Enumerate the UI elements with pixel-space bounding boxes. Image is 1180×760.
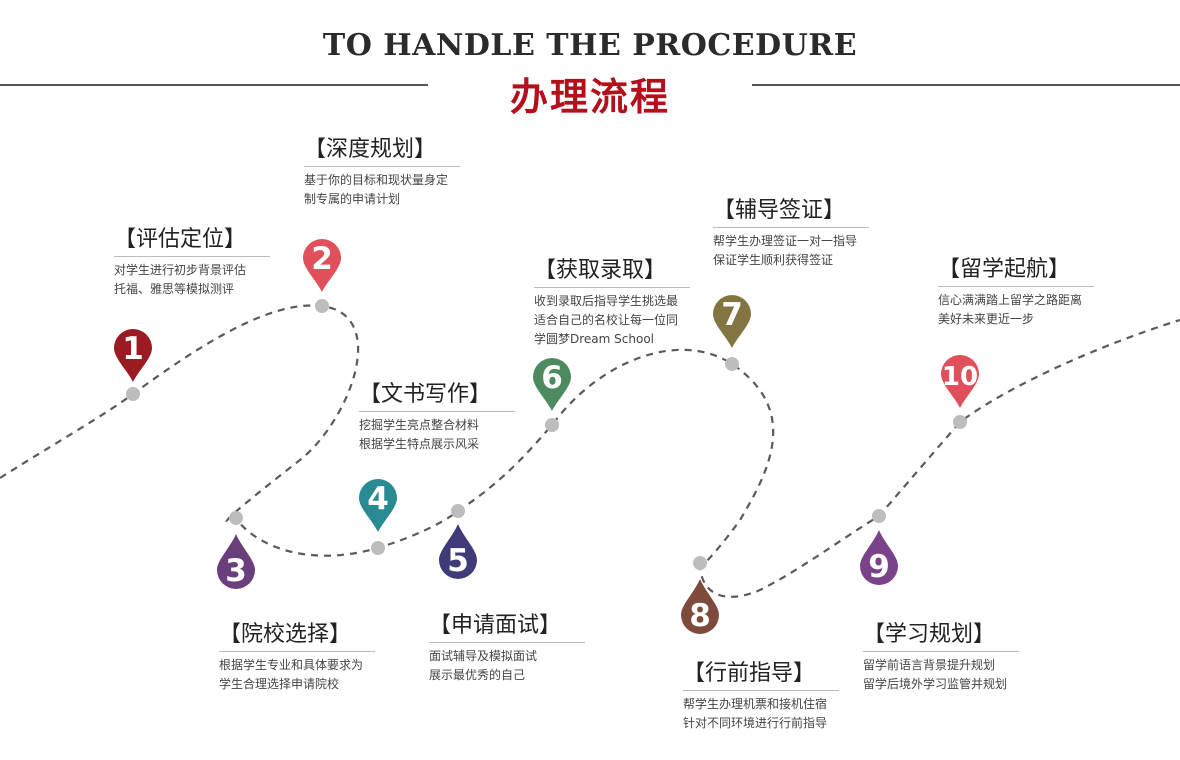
step-2-title: 【深度规划】 — [304, 137, 437, 162]
step-6-marker: 6 — [533, 358, 571, 432]
step-1-marker: 1 — [114, 329, 152, 401]
step-10-marker: 10 — [941, 355, 979, 429]
step-2: 【深度规划】 基于你的目标和现状量身定 制专属的申请计划 — [304, 136, 460, 209]
step-10-description: 信心满满踏上留学之路距离 美好未来更近一步 — [938, 293, 1083, 326]
dashed-route — [0, 304, 1180, 598]
step-4-dot — [371, 541, 385, 555]
title-rule-left — [0, 84, 428, 86]
step-8-number: 8 — [689, 598, 711, 634]
step-9-description: 留学前语言背景提升规划 留学后境外学习监管并规划 — [863, 658, 1008, 691]
step-10: 【留学起航】 信心满满踏上留学之路距离 美好未来更近一步 — [938, 256, 1094, 329]
title-chinese: 办理流程 — [509, 74, 670, 119]
step-2-marker: 2 — [303, 239, 341, 313]
step-6-title: 【获取录取】 — [534, 258, 667, 283]
step-5-marker: 5 — [439, 504, 477, 579]
step-6-pin — [533, 358, 571, 411]
step-1-dot — [126, 387, 140, 401]
step-7-description: 帮学生办理签证一对一指导 保证学生顺利获得签证 — [713, 234, 858, 267]
step-7-marker: 7 — [713, 295, 751, 371]
step-2-description: 基于你的目标和现状量身定 制专属的申请计划 — [304, 173, 449, 206]
step-5-description: 面试辅导及模拟面试 展示最优秀的自己 — [429, 649, 538, 682]
step-3-description: 根据学生专业和具体要求为 学生合理选择申请院校 — [219, 658, 364, 691]
step-4-marker: 4 — [359, 479, 397, 555]
step-7-number: 7 — [721, 297, 743, 333]
step-6-dot — [545, 418, 559, 432]
step-1-number: 1 — [122, 331, 144, 367]
step-5-pin — [439, 524, 477, 579]
step-4: 【文书写作】 挖掘学生亮点整合材料 根据学生特点展示风采 — [359, 381, 515, 454]
step-5-dot — [451, 504, 465, 518]
title-rule-right — [752, 84, 1180, 86]
step-2-number: 2 — [311, 241, 333, 277]
step-3-number: 3 — [225, 553, 247, 589]
step-6-description: 收到录取后指导学生挑选最 适合自己的名校让每一位同 学圆梦Dream Schoo… — [534, 294, 679, 346]
step-9-dot — [872, 509, 886, 523]
step-6-number: 6 — [541, 360, 563, 396]
step-1: 【评估定位】 对学生进行初步背景评估 托福、雅思等模拟测评 — [114, 226, 270, 299]
step-2-dot — [315, 299, 329, 313]
step-8-dot — [693, 556, 707, 570]
step-4-title: 【文书写作】 — [359, 382, 492, 407]
step-7: 【辅导签证】 帮学生办理签证一对一指导 保证学生顺利获得签证 — [713, 197, 869, 270]
step-1-pin — [114, 329, 152, 382]
step-3-marker: 3 — [217, 511, 255, 589]
step-3-dot — [229, 511, 243, 525]
step-8-pin — [681, 579, 719, 634]
step-5: 【申请面试】 面试辅导及模拟面试 展示最优秀的自己 — [429, 612, 585, 685]
step-6: 【获取录取】 收到录取后指导学生挑选最 适合自己的名校让每一位同 学圆梦Drea… — [534, 257, 690, 349]
step-8-description: 帮学生办理机票和接机住宿 针对不同环境进行行前指导 — [683, 697, 828, 730]
title-english: TO HANDLE THE PROCEDURE — [322, 28, 858, 63]
step-4-pin — [359, 479, 397, 532]
step-7-title: 【辅导签证】 — [713, 198, 846, 223]
step-3-pin — [217, 534, 255, 589]
step-9-number: 9 — [868, 549, 890, 585]
step-4-number: 4 — [367, 481, 389, 517]
step-9-title: 【学习规划】 — [863, 622, 996, 647]
step-10-pin — [941, 355, 979, 408]
step-8-title: 【行前指导】 — [683, 661, 816, 686]
step-10-number: 10 — [942, 362, 978, 392]
step-7-dot — [725, 357, 739, 371]
step-1-title: 【评估定位】 — [114, 227, 247, 252]
step-9-pin — [860, 530, 898, 585]
step-10-dot — [953, 415, 967, 429]
step-9-marker: 9 — [860, 509, 898, 585]
step-8: 【行前指导】 帮学生办理机票和接机住宿 针对不同环境进行行前指导 — [683, 660, 839, 733]
step-3: 【院校选择】 根据学生专业和具体要求为 学生合理选择申请院校 — [219, 621, 375, 694]
step-5-number: 5 — [447, 543, 469, 579]
step-4-description: 挖掘学生亮点整合材料 根据学生特点展示风采 — [359, 418, 480, 451]
step-2-pin — [303, 239, 341, 292]
step-3-title: 【院校选择】 — [219, 622, 352, 647]
step-5-title: 【申请面试】 — [429, 613, 562, 638]
step-10-title: 【留学起航】 — [938, 257, 1071, 282]
step-7-pin — [713, 295, 751, 348]
step-1-description: 对学生进行初步背景评估 托福、雅思等模拟测评 — [114, 263, 247, 296]
step-8-marker: 8 — [681, 556, 719, 634]
step-9: 【学习规划】 留学前语言背景提升规划 留学后境外学习监管并规划 — [863, 621, 1019, 694]
